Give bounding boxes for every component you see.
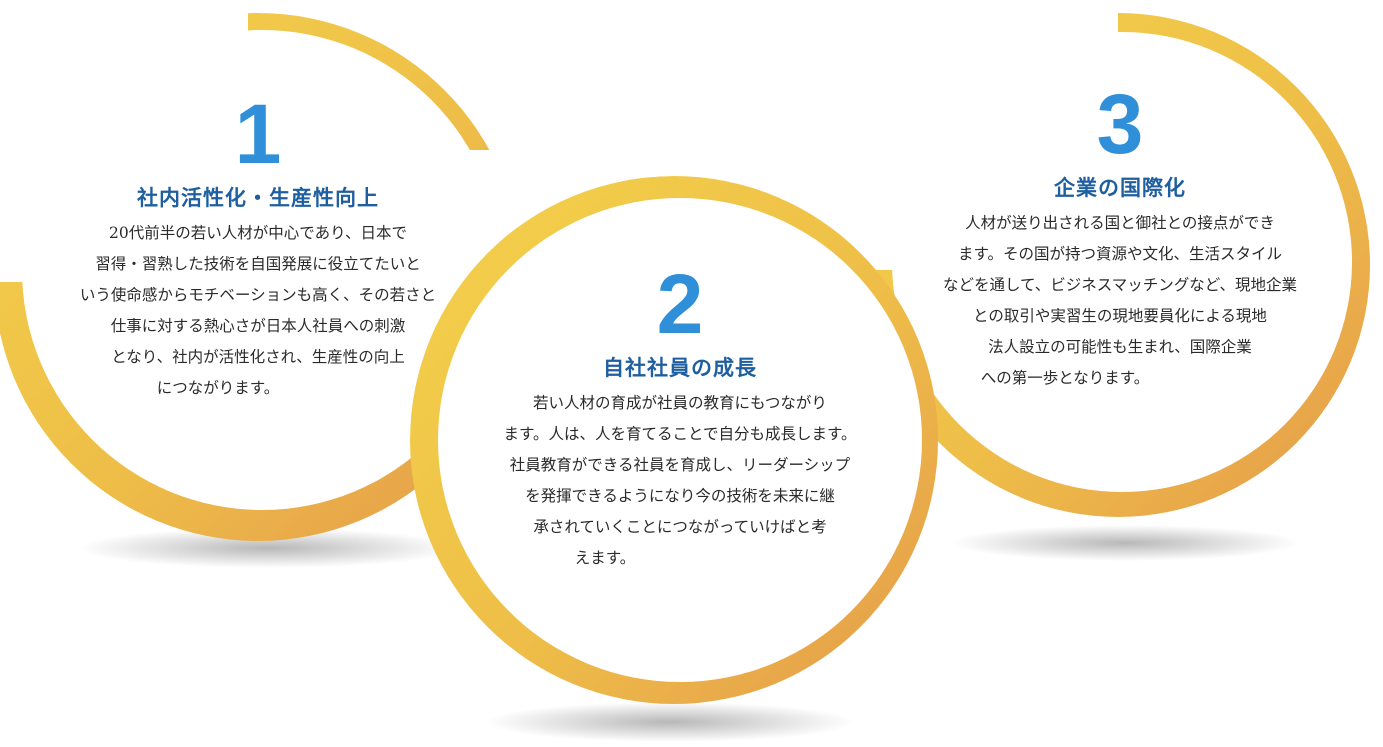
ring-2-shadow [485,702,855,742]
item-3-line: ます。その国が持つ資源や文化、生活スタイル [958,245,1282,263]
item-number-1: 1 [234,87,282,181]
item-title-2: 自社社員の成長 [603,356,757,380]
item-number-2: 2 [656,257,704,351]
item-2-line: ます。人は、人を育てることで自分も成長します。 [503,425,857,443]
item-1-line: につながります。 [156,379,280,397]
item-card-2: 2 自社社員の成長 若い人材の育成が社員の教育にもつながり ます。人は、人を育て… [455,262,905,574]
item-body-2: 若い人材の育成が社員の教育にもつながり ます。人は、人を育てることで自分も成長し… [455,388,905,574]
item-number-3: 3 [1096,77,1144,171]
item-1-line: 習得・習熟した技術を自国発展に役立てたいと [95,255,421,273]
item-3-line: への第一歩となります。 [980,369,1150,387]
item-1-line: いう使命感からモチベーションも高く、その若さと [79,286,437,304]
item-body-3: 人材が送り出される国と御社との接点ができ ます。その国が持つ資源や文化、生活スタ… [905,208,1335,394]
ring-2 [380,150,938,704]
item-1-line: 20代前半の若い人材が中心であり、日本で [109,224,407,242]
ring-1-shadow [78,528,458,568]
item-1-line: となり、社内が活性化され、生産性の向上 [111,348,405,366]
item-1-line: 仕事に対する熱心さが日本人社員への刺激 [110,317,406,335]
item-card-3: 3 企業の国際化 人材が送り出される国と御社との接点ができ ます。その国が持つ資… [905,82,1335,394]
item-2-line: 承されていくことにつながっていけばと考 [533,518,827,536]
item-2-line: 若い人材の育成が社員の教育にもつながり [533,394,827,412]
item-body-1: 20代前半の若い人材が中心であり、日本で 習得・習熟した技術を自国発展に役立てた… [28,218,488,404]
item-3-line: 法人設立の可能性も生まれ、国際企業 [988,338,1252,356]
item-card-1: 1 社内活性化・生産性向上 20代前半の若い人材が中心であり、日本で 習得・習熟… [28,92,488,404]
item-3-line: との取引や実習生の現地要員化による現地 [973,307,1267,325]
item-3-line: などを通して、ビジネスマッチングなど、現地企業 [942,276,1298,294]
item-2-line: 社員教育ができる社員を育成し、リーダーシップ [509,456,851,474]
ring-3 [860,0,1370,517]
item-3-line: 人材が送り出される国と御社との接点ができ [965,214,1275,232]
item-title-1: 社内活性化・生産性向上 [137,186,379,210]
item-2-line: えます。 [574,549,636,567]
item-title-3: 企業の国際化 [1054,176,1186,200]
item-2-line: を発揮できるようになり今の技術を未来に継 [525,487,835,505]
ring-3-shadow [950,525,1300,561]
